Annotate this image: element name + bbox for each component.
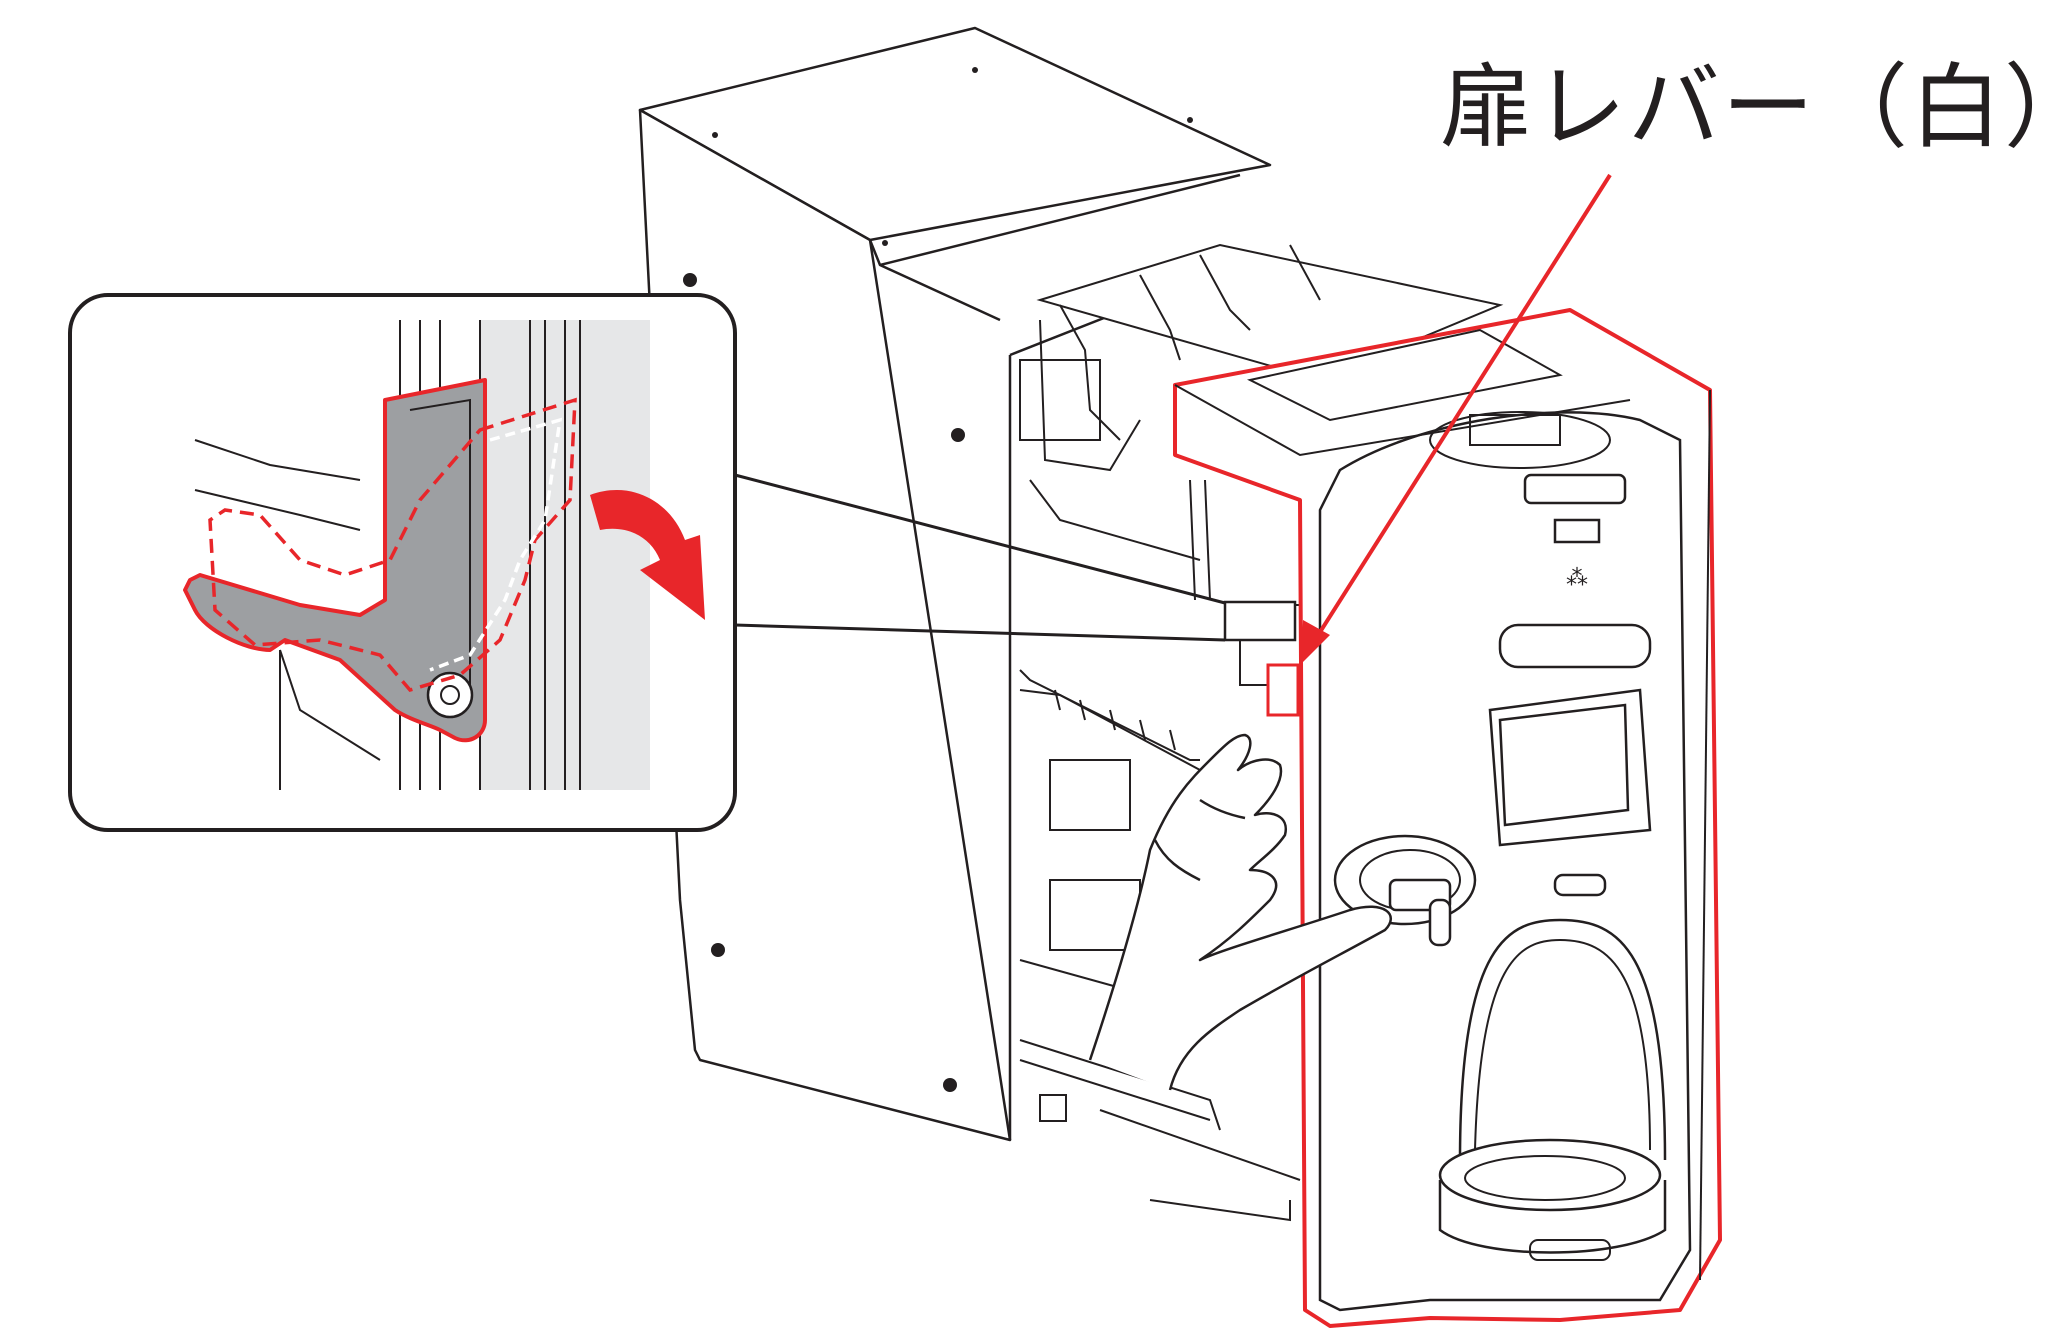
- inset-lever-rotated: [208, 397, 577, 693]
- door-lever: [1223, 600, 1300, 717]
- callout-arrow: [1300, 173, 1612, 665]
- zoom-inset: [68, 293, 737, 832]
- door-lever-label: 扉レバー（白）: [1440, 54, 2048, 161]
- inset-lever: [183, 378, 487, 743]
- svg-text:⁂: ⁂: [1566, 566, 1588, 591]
- front-door: ⁂: [1173, 308, 1722, 1328]
- hand-icon: [1088, 733, 1392, 1091]
- inset-lever-pivot: [426, 671, 474, 719]
- curved-arrow-down-right-icon: [590, 490, 705, 620]
- zoom-connector: [734, 473, 1226, 642]
